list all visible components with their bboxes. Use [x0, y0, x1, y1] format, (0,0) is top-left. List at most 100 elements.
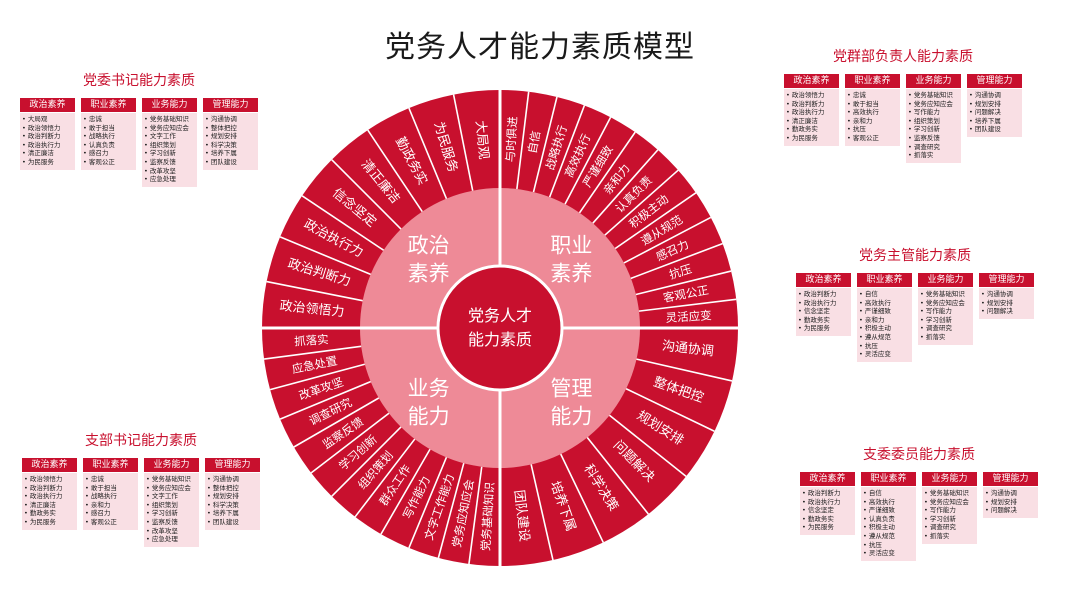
segment-divider	[586, 436, 650, 515]
segment-divider	[625, 388, 715, 432]
segment-label: 沟通协调	[661, 339, 714, 360]
quadrant-label: 职业	[550, 234, 592, 258]
list-item: 为民服务	[20, 158, 75, 167]
list-item: 规划安排	[205, 492, 260, 501]
list-item: 文字工作	[144, 492, 199, 501]
competency-column: 职业素养自信高效执行严谨细致亲和力积极主动遵从规范抗压灵活应变	[857, 273, 912, 362]
list-item: 沟通协调	[967, 91, 1022, 100]
competency-column: 职业素养自信高效执行严谨细致认真负责积极主动遵从规范抗压灵活应变	[861, 472, 916, 561]
segment-divider	[331, 159, 402, 230]
list-item: 问题解决	[983, 506, 1038, 515]
list-item: 忠诚	[81, 115, 136, 124]
list-item: 学习创新	[918, 316, 973, 325]
list-item: 勤政务实	[784, 125, 839, 134]
list-item: 问题解决	[967, 108, 1022, 117]
column-body: 忠诚敢于担当高效执行亲和力抗压客观公正	[845, 89, 900, 146]
list-item: 亲和力	[857, 316, 912, 325]
column-header: 政治素养	[20, 98, 75, 112]
list-item: 科学决策	[205, 501, 260, 510]
list-item: 高效执行	[857, 299, 912, 308]
list-item: 抓落实	[906, 151, 961, 160]
center-label: 党务人才	[468, 306, 532, 325]
column-body: 党务基础知识党务应知应会文字工作组织策划学习创新监察反馈改革攻坚应急处理	[144, 473, 199, 547]
list-item: 严谨细致	[861, 506, 916, 515]
column-body: 沟通协调规划安排问题解决	[979, 288, 1034, 319]
column-body: 沟通协调整体把控规划安排科学决策培养下属团队建设	[203, 113, 258, 170]
list-item: 监察反馈	[142, 158, 197, 167]
list-item: 规划安排	[979, 299, 1034, 308]
list-item: 自信	[861, 489, 916, 498]
segment-divider	[408, 457, 448, 549]
column-header: 政治素养	[22, 458, 77, 472]
list-item: 团队建设	[967, 125, 1022, 134]
list-item: 政治判断力	[796, 290, 851, 299]
list-item: 党务基础知识	[142, 115, 197, 124]
quadrant-label: 素养	[550, 262, 592, 286]
list-item: 清正廉洁	[20, 149, 75, 158]
competency-column: 职业素养忠诚敢于担当战略执行亲和力感召力客观公正	[83, 458, 138, 547]
list-item: 整体把控	[205, 484, 260, 493]
list-item: 亲和力	[83, 501, 138, 510]
list-item: 组织策划	[142, 141, 197, 150]
segment-divider	[604, 169, 679, 236]
column-body: 党务基础知识党务应知应会写作能力组织策划学习创新监察反馈调查研究抓落实	[906, 89, 961, 163]
list-item: 党务基础知识	[906, 91, 961, 100]
segment-divider	[516, 91, 530, 190]
segment-divider	[354, 438, 416, 518]
list-item: 政治判断力	[22, 484, 77, 493]
list-item: 高效执行	[845, 108, 900, 117]
segment-divider	[532, 96, 558, 193]
competency-column: 政治素养政治领悟力政治判断力政治执行力清正廉洁勤政务实为民服务	[22, 458, 77, 547]
list-item: 战略执行	[81, 132, 136, 141]
segment-divider	[269, 363, 365, 391]
segment-divider	[266, 280, 363, 302]
panel-mass-dept: 党群部负责人能力素质政治素养政治领悟力政治判断力政治执行力清正廉洁勤政务实为民服…	[784, 46, 1022, 163]
column-header: 业务能力	[142, 98, 197, 112]
competency-column: 政治素养政治领悟力政治判断力政治执行力清正廉洁勤政务实为民服务	[784, 74, 839, 163]
list-item: 写作能力	[922, 506, 977, 515]
column-header: 业务能力	[906, 74, 961, 88]
column-header: 政治素养	[784, 74, 839, 88]
list-item: 政治判断力	[784, 100, 839, 109]
segment-divider	[408, 107, 448, 199]
list-item: 政治判断力	[800, 489, 855, 498]
list-item: 整体把控	[203, 124, 258, 133]
segment-label: 团队建设	[511, 489, 532, 542]
list-item: 政治执行力	[784, 108, 839, 117]
segment-label: 抗压	[667, 262, 693, 282]
list-item: 灵活应变	[861, 549, 916, 558]
competency-column: 业务能力党务基础知识党务应知应会写作能力学习创新调查研究抓落实	[922, 472, 977, 561]
list-item: 沟通协调	[979, 290, 1034, 299]
segment-divider	[614, 192, 697, 250]
list-item: 为民服务	[784, 134, 839, 143]
column-header: 职业素养	[845, 74, 900, 88]
column-header: 职业素养	[81, 98, 136, 112]
segment-label: 党务基础知识	[478, 482, 496, 552]
list-item: 亲和力	[845, 117, 900, 126]
panel-title: 支部书记能力素质	[85, 433, 197, 449]
list-item: 写作能力	[906, 108, 961, 117]
segment-divider	[623, 216, 712, 264]
column-body: 自信高效执行严谨细致亲和力积极主动遵从规范抗压灵活应变	[857, 288, 912, 362]
panel-title: 党群部负责人能力素质	[833, 49, 973, 65]
list-item: 党务基础知识	[918, 290, 973, 299]
list-item: 遵从规范	[857, 333, 912, 342]
column-header: 职业素养	[857, 273, 912, 287]
competency-column: 管理能力沟通协调整体把控规划安排科学决策培养下属团队建设	[205, 458, 260, 547]
list-item: 应急处理	[144, 535, 199, 544]
list-item: 政治执行力	[22, 492, 77, 501]
competency-column: 政治素养政治判断力政治执行力信念坚定勤政务实为民服务	[796, 273, 851, 362]
center-label: 能力素质	[468, 330, 532, 349]
list-item: 党务基础知识	[922, 489, 977, 498]
list-item: 抗压	[861, 541, 916, 550]
segment-label: 大局观	[472, 120, 491, 160]
segment-divider	[367, 129, 423, 213]
list-item: 调查研究	[918, 324, 973, 333]
list-item: 感召力	[81, 149, 136, 158]
list-item: 认真负责	[861, 515, 916, 524]
segment-divider	[279, 380, 371, 420]
segment-divider	[560, 453, 604, 543]
competency-column: 政治素养政治判断力政治执行力信念坚定勤政务实为民服务	[800, 472, 855, 561]
list-item: 认真负责	[81, 141, 136, 150]
list-item: 敢于担当	[83, 484, 138, 493]
